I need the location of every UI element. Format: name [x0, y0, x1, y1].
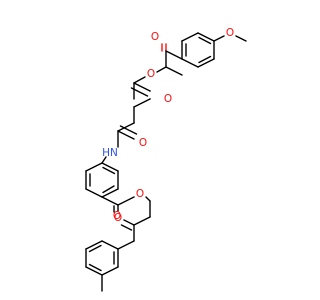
- methoxyphenyl-ring: [181, 32, 215, 68]
- bond-o-to-ch2: [145, 196, 151, 202]
- tolyl-ring: [85, 240, 135, 276]
- bottom-ketone-oxygen-label: O: [113, 210, 121, 222]
- bond-chain-3: [117, 122, 135, 132]
- bond-ch2-to-ketone: [133, 216, 151, 226]
- bond-bottom-ketone-b: [120, 224, 133, 231]
- bond-amide-co-b: [119, 125, 138, 135]
- bond-chain-1: [133, 98, 151, 108]
- central-benzene-ring: [85, 162, 119, 198]
- lower-ester-link-oxygen-label: O: [136, 188, 144, 200]
- bond-ch-methyl: [165, 66, 183, 76]
- lower-ester-carbonyl-oxygen-label: O: [114, 212, 122, 224]
- molecule-canvas: O O O O O HN O O O: [85, 27, 247, 292]
- bond-ch-to-o: [156, 66, 167, 73]
- bond-ring-to-methoxy-o: [213, 35, 225, 42]
- amide-oxygen-label: O: [139, 137, 147, 149]
- bond-methoxy-methyl: [235, 35, 247, 42]
- bond-bottom-ketone-a: [123, 219, 135, 226]
- bond-o-to-ester-c: [133, 76, 146, 84]
- upper-ester-carbonyl-oxygen-label: O: [164, 93, 172, 105]
- bond-n-to-ring: [101, 156, 107, 164]
- bond-amide-co-a: [117, 130, 135, 140]
- bond-ester-c-to-o: [117, 196, 135, 206]
- bond-ring-to-ketone: [165, 50, 183, 60]
- methoxy-oxygen-label: O: [226, 27, 234, 39]
- top-ketone-oxygen-label: O: [151, 31, 159, 43]
- upper-ester-link-oxygen-label: O: [147, 68, 155, 80]
- amide-nitrogen-label: HN: [102, 147, 118, 159]
- bond-ring-to-ester-c: [101, 196, 119, 206]
- bond-ester-c-o-b: [130, 87, 149, 97]
- structure-diagram: O O O O O HN O O O: [85, 27, 247, 292]
- bond-ester-c-o-a: [133, 82, 151, 92]
